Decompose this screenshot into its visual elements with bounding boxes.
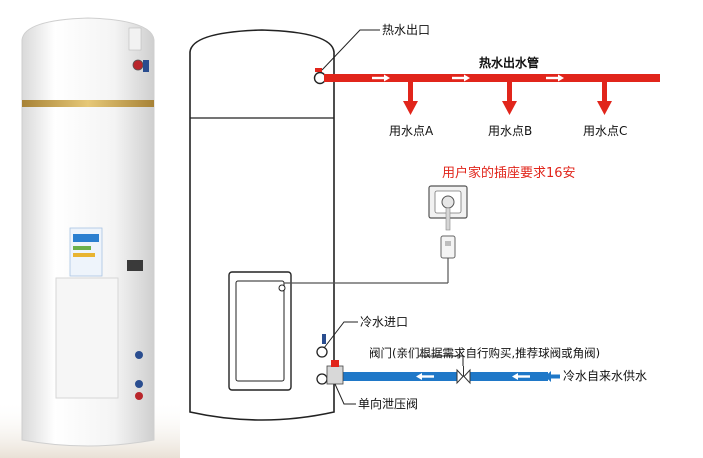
product-valve-fitting bbox=[135, 380, 143, 388]
relief-valve-fitting bbox=[316, 373, 328, 385]
hot-pipe-main bbox=[324, 74, 660, 82]
electrical bbox=[284, 185, 468, 284]
schematic-power-entry bbox=[278, 284, 286, 292]
point-c-label: 用水点C bbox=[583, 124, 628, 138]
valve-leader bbox=[418, 355, 464, 366]
plug-cord-top bbox=[445, 207, 451, 231]
drop-arrow-point-c bbox=[597, 82, 612, 115]
product-outlet-plate bbox=[143, 60, 149, 72]
schematic-front-panel bbox=[228, 271, 292, 391]
schematic-tank-outline bbox=[189, 29, 335, 421]
valve-note-label: 阀门(亲们根据需求自行购买,推荐球阀或角阀) bbox=[369, 346, 601, 360]
cold-water-inlet-label: 冷水进口 bbox=[360, 315, 409, 329]
product-gold-band bbox=[22, 100, 154, 107]
socket-plug bbox=[441, 195, 455, 209]
cold-inlet-fitting bbox=[316, 346, 328, 358]
hot-water-outlet-label: 热水出口 bbox=[382, 23, 431, 37]
cold-inlet-leader bbox=[323, 321, 358, 349]
shutoff-valve bbox=[456, 366, 471, 385]
relief-valve-label: 单向泄压阀 bbox=[358, 397, 419, 411]
cold-water-piping bbox=[326, 360, 560, 385]
cold-supply-arrow bbox=[545, 371, 560, 382]
hot-flow-arrow-1 bbox=[372, 74, 390, 82]
product-front-panel bbox=[55, 277, 119, 399]
cold-pipe-main-left bbox=[343, 372, 457, 381]
hot-flow-arrow-3 bbox=[546, 74, 564, 82]
point-a-label: 用水点A bbox=[389, 124, 434, 138]
product-display bbox=[127, 260, 143, 271]
schematic-front-panel-inner bbox=[235, 280, 285, 382]
cold-flow-arrow-1 bbox=[416, 373, 434, 380]
product-photo bbox=[21, 17, 155, 447]
hot-flow-arrow-2 bbox=[452, 74, 470, 82]
point-b-label: 用水点B bbox=[488, 124, 533, 138]
product-drain-fitting bbox=[135, 392, 143, 400]
relief-valve-cap bbox=[331, 360, 339, 367]
schematic-side-label-1 bbox=[322, 334, 326, 344]
relief-valve-leader bbox=[334, 383, 356, 405]
product-outlet-fitting bbox=[132, 59, 144, 71]
cold-pipe-main-right bbox=[470, 372, 548, 381]
product-energy-label-stripe-2 bbox=[73, 246, 91, 250]
hot-outlet-handle bbox=[315, 68, 322, 72]
product-energy-label-stripe-3 bbox=[73, 253, 95, 257]
leakage-protector-button bbox=[445, 241, 451, 246]
drop-arrow-point-a bbox=[403, 82, 418, 115]
cold-flow-arrow-2 bbox=[512, 373, 530, 380]
schematic-tank bbox=[189, 29, 335, 421]
hot-water-pipe-label: 热水出水管 bbox=[479, 56, 540, 70]
hot-outlet-leader bbox=[321, 29, 380, 71]
product-energy-label-stripe bbox=[73, 234, 99, 242]
hot-outlet-fitting bbox=[313, 71, 327, 85]
socket-requirement-label: 用户家的插座要求16安 bbox=[442, 166, 576, 181]
relief-valve-body bbox=[326, 365, 344, 385]
product-label-top bbox=[128, 27, 142, 51]
drop-arrow-point-b bbox=[502, 82, 517, 115]
product-inlet-fitting bbox=[135, 351, 143, 359]
leakage-protector bbox=[440, 235, 456, 259]
cold-supply-label: 冷水自来水供水 bbox=[563, 369, 648, 383]
hot-water-piping bbox=[324, 74, 660, 115]
